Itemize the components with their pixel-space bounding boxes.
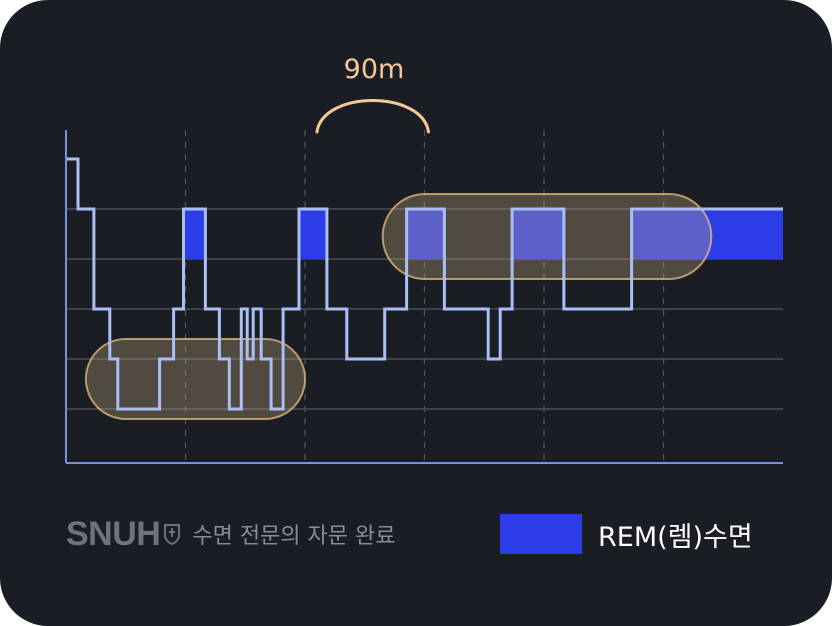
expert-review-caption: 수면 전문의 자문 완료 <box>192 524 396 549</box>
legend-swatch-rem <box>500 514 582 554</box>
legend: REM(렘)수면 <box>500 514 753 554</box>
rem-block <box>512 209 564 259</box>
cycle-bracket <box>315 99 430 134</box>
rem-block <box>406 209 445 259</box>
logo-text: SNUH <box>66 514 161 553</box>
snuh-logo: SNUH <box>66 514 181 554</box>
rem-block <box>183 209 206 259</box>
legend-label-rem: REM(렘)수면 <box>598 521 753 553</box>
snuh-emblem-icon <box>164 523 181 546</box>
cycle-duration-label: 90m <box>343 54 405 85</box>
footer-branding: SNUH 수면 전문의 자문 완료 <box>66 512 395 556</box>
sleep-stage-line <box>66 157 783 411</box>
highlight-region <box>381 193 713 280</box>
rem-block <box>299 209 327 259</box>
